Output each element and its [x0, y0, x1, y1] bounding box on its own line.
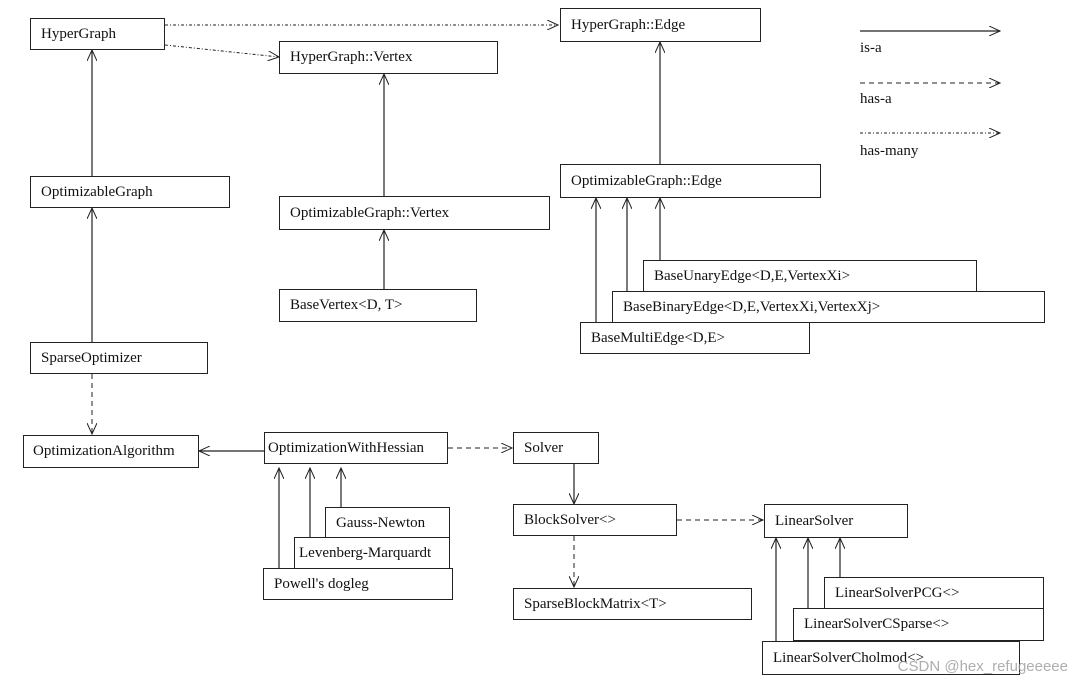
node-sparse-block-matrix: SparseBlockMatrix<T>: [513, 588, 752, 620]
node-optimizable-graph-vertex: OptimizableGraph::Vertex: [279, 196, 550, 230]
node-base-vertex: BaseVertex<D, T>: [279, 289, 477, 322]
edge-hypergraph-vertex: [164, 44, 279, 57]
node-hypergraph: HyperGraph: [30, 18, 165, 50]
node-optimizable-graph: OptimizableGraph: [30, 176, 230, 208]
node-hypergraph-vertex: HyperGraph::Vertex: [279, 41, 498, 74]
node-linear-solver-cholmod: LinearSolverCholmod<>: [762, 641, 1020, 675]
node-optimizable-graph-edge: OptimizableGraph::Edge: [560, 164, 821, 198]
watermark: CSDN @hex_refugeeeee: [897, 658, 1068, 675]
node-base-multi-edge: BaseMultiEdge<D,E>: [580, 322, 810, 354]
node-linear-solver: LinearSolver: [764, 504, 908, 538]
node-gauss-newton: Gauss-Newton: [325, 507, 450, 539]
legend-is-a-label: is-a: [860, 40, 882, 56]
node-linear-solver-csparse: LinearSolverCSparse<>: [793, 608, 1044, 641]
node-linear-solver-pcg: LinearSolverPCG<>: [824, 577, 1044, 609]
node-hypergraph-edge: HyperGraph::Edge: [560, 8, 761, 42]
legend-has-a-label: has-a: [860, 91, 892, 107]
node-optimization-with-hessian: OptimizationWithHessian: [264, 432, 448, 464]
node-optimization-algorithm: OptimizationAlgorithm: [23, 435, 199, 468]
node-base-binary-edge: BaseBinaryEdge<D,E,VertexXi,VertexXj>: [612, 291, 1045, 323]
node-block-solver: BlockSolver<>: [513, 504, 677, 536]
node-solver: Solver: [513, 432, 599, 464]
node-sparse-optimizer: SparseOptimizer: [30, 342, 208, 374]
legend-has-many-label: has-many: [860, 143, 919, 159]
node-base-unary-edge: BaseUnaryEdge<D,E,VertexXi>: [643, 260, 977, 293]
node-powells-dogleg: Powell's dogleg: [263, 568, 453, 600]
node-levenberg-marquardt: Levenberg-Marquardt: [294, 537, 450, 569]
